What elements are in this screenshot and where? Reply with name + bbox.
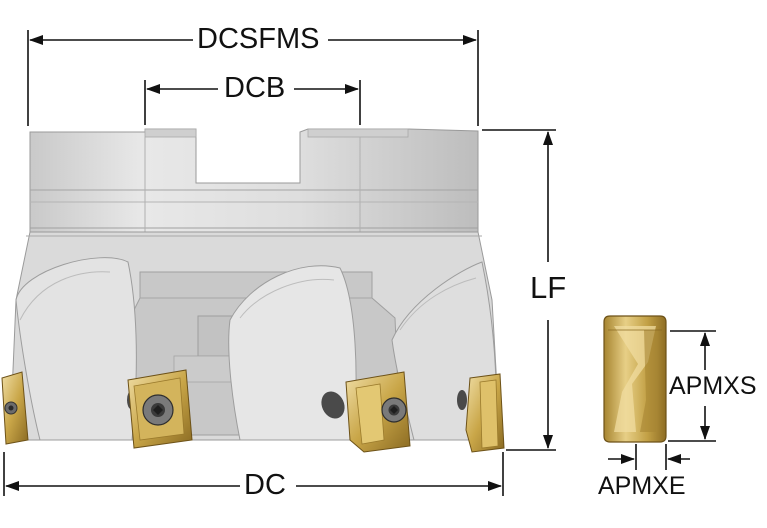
insert-center-right: [345, 371, 411, 453]
dcsfms-label: DCSFMS: [193, 25, 324, 54]
dcb-label: DCB: [220, 74, 290, 103]
dc-label: DC: [240, 471, 290, 500]
apmxe-label: APMXE: [596, 472, 688, 500]
cutter-body: [9, 128, 501, 441]
apmxs-label: APMXS: [668, 372, 758, 400]
insert-right: [465, 373, 505, 453]
insert-left: [1, 371, 29, 445]
lf-label: LF: [526, 272, 571, 303]
insert-detail: [603, 315, 667, 443]
insert-center-left: [127, 369, 193, 449]
dimension-lines: [3, 30, 716, 496]
